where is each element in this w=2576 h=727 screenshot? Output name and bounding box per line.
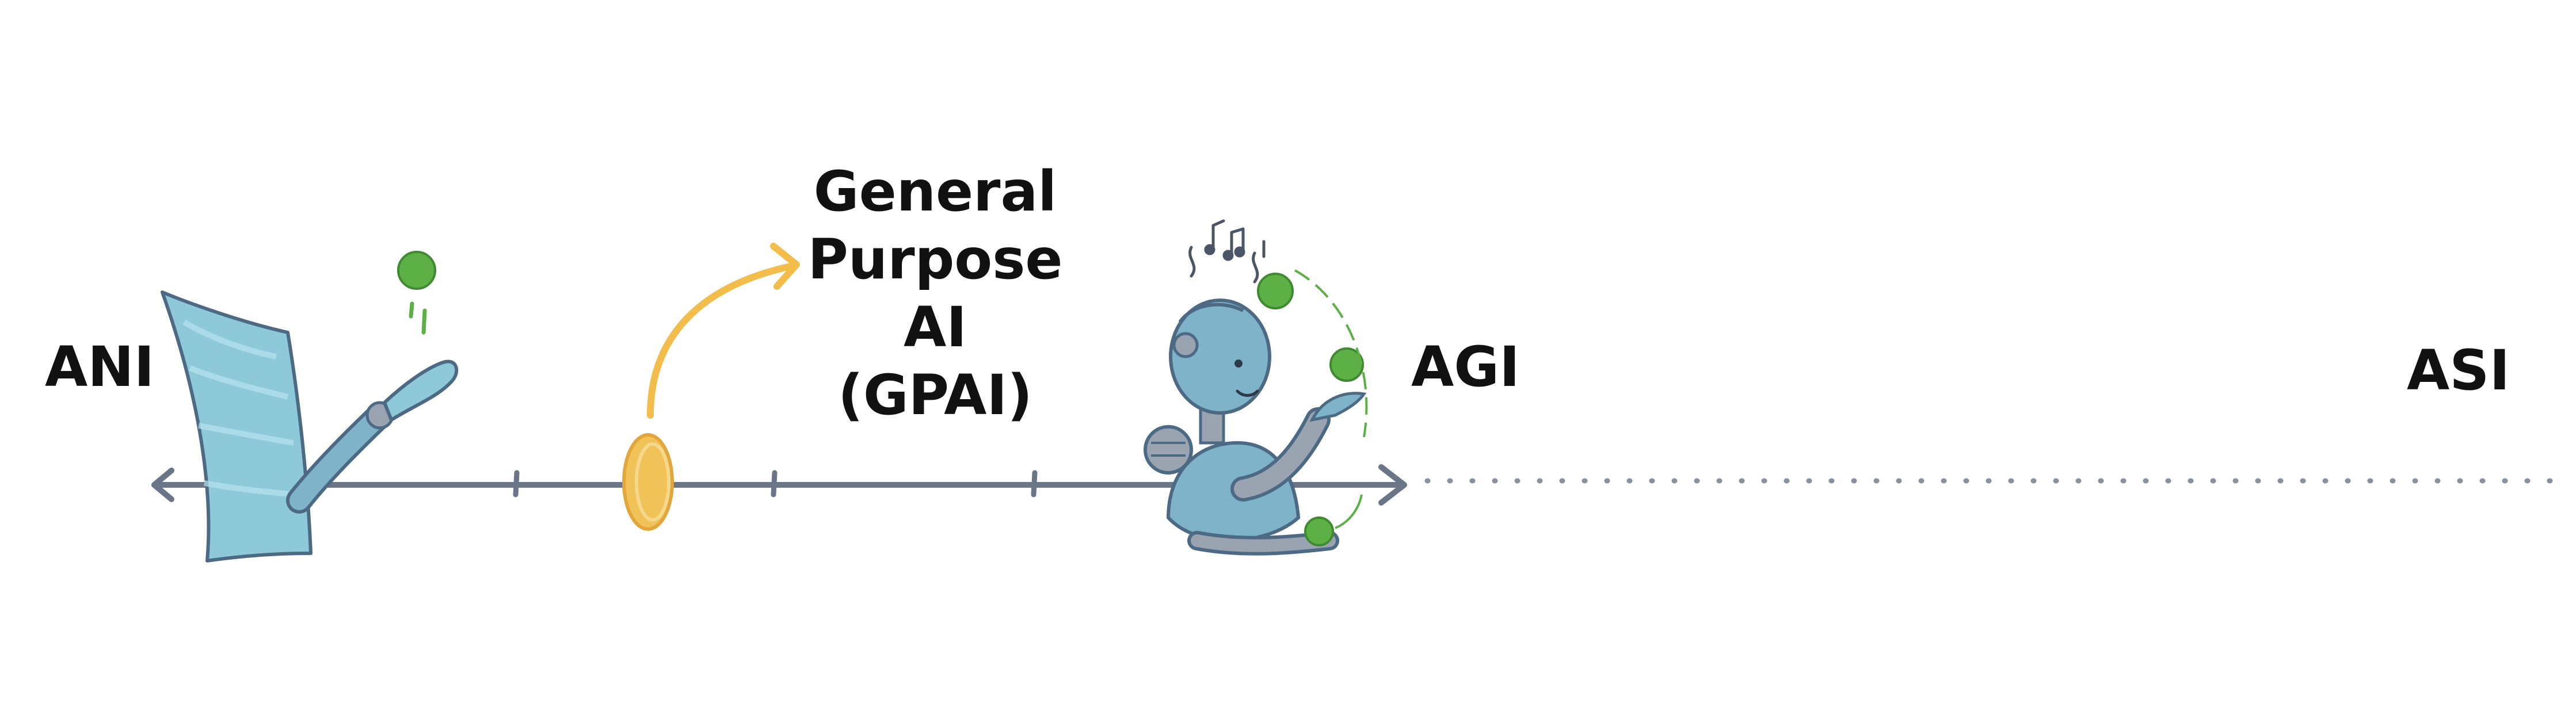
label-ani: ANI <box>45 335 155 399</box>
ball-icon <box>1304 516 1334 546</box>
ball-icon <box>1257 273 1294 309</box>
label-gpai-line: AI (GPAI) <box>837 295 1033 427</box>
ball-icon <box>397 251 436 290</box>
coin-icon <box>622 433 674 531</box>
left-arrowhead-icon <box>151 468 174 502</box>
tick-mark <box>771 470 778 498</box>
label-asi: ASI <box>2407 338 2510 403</box>
ball-icon <box>1329 347 1364 382</box>
label-gpai: General Purpose AI (GPAI) <box>806 158 1065 429</box>
label-agi: AGI <box>1411 335 1520 399</box>
tick-mark <box>1031 470 1038 498</box>
juggling-robot-icon <box>1144 219 1368 556</box>
robot-arm-with-screen-and-ball-icon <box>161 251 459 563</box>
music-notes-icon <box>1188 219 1266 284</box>
right-arrowhead-icon <box>1378 464 1407 506</box>
curved-arrow-icon <box>647 243 800 419</box>
tick-mark <box>513 470 520 498</box>
axis-ticks <box>513 470 1038 498</box>
label-gpai-line: Purpose <box>807 227 1063 292</box>
label-gpai-line: General <box>813 159 1057 224</box>
